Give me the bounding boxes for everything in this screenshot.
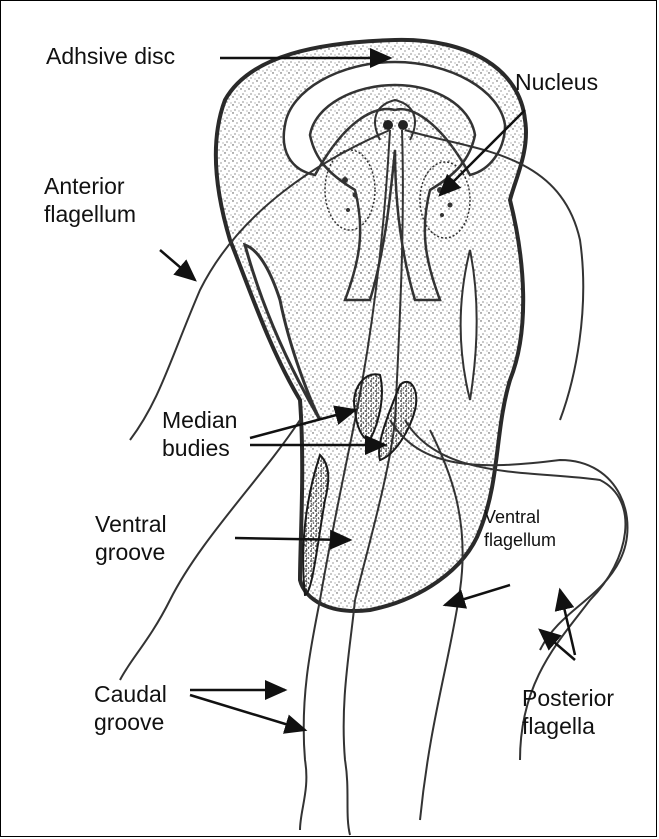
pointer-ventral-flagellum xyxy=(445,585,510,605)
label-nucleus: Nucleus xyxy=(515,68,598,96)
label-ventral-groove: Ventral groove xyxy=(95,510,167,566)
label-median-bodies-line2: budies xyxy=(162,434,237,462)
caudal-flagellum-2 xyxy=(344,600,355,835)
pointer-anterior-flagellum xyxy=(160,250,195,280)
label-median-bodies-line1: Median xyxy=(162,406,237,434)
label-ventral-flagellum-line2: flagellum xyxy=(484,529,556,552)
label-posterior-flagella-line1: Posterior xyxy=(522,684,614,712)
label-caudal-groove: Caudal groove xyxy=(94,680,167,736)
label-ventral-flagellum: Ventral flagellum xyxy=(484,506,556,552)
label-adhesive-disc: Adhsive disc xyxy=(46,42,175,70)
label-caudal-groove-line1: Caudal xyxy=(94,680,167,708)
label-ventral-groove-line1: Ventral xyxy=(95,510,167,538)
label-ventral-flagellum-line1: Ventral xyxy=(484,506,556,529)
label-anterior-flagellum-line1: Anterior xyxy=(44,172,136,200)
label-posterior-flagella: Posterior flagella xyxy=(522,684,614,740)
label-anterior-flagellum: Anterior flagellum xyxy=(44,172,136,228)
pointer-caudal-2 xyxy=(190,695,305,730)
label-caudal-groove-line2: groove xyxy=(94,708,167,736)
label-median-bodies: Median budies xyxy=(162,406,237,462)
caudal-flagellum-1 xyxy=(300,600,320,830)
label-posterior-flagella-line2: flagella xyxy=(522,712,614,740)
label-anterior-flagellum-line2: flagellum xyxy=(44,200,136,228)
label-ventral-groove-line2: groove xyxy=(95,538,167,566)
basal-body-right xyxy=(398,120,408,130)
basal-body-left xyxy=(383,120,393,130)
